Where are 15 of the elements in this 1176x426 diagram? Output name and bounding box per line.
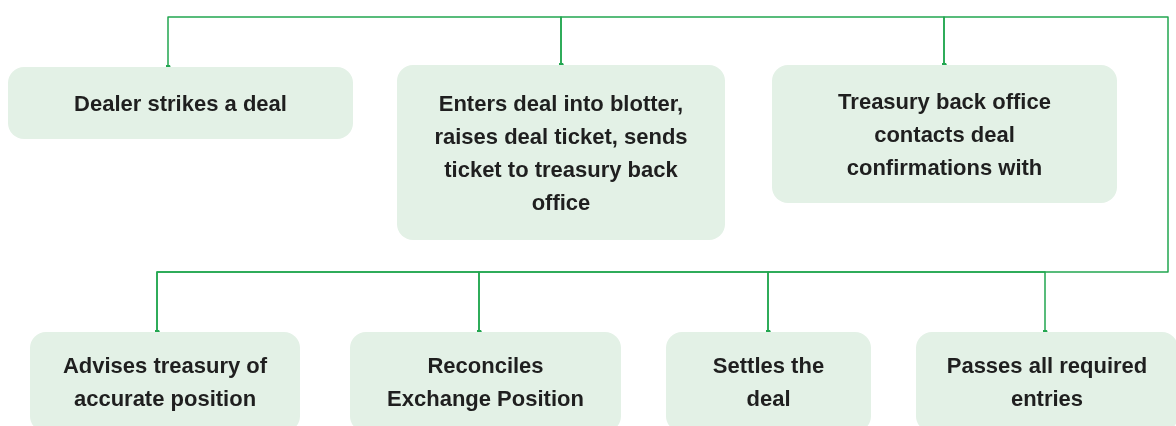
process-box <box>772 65 1117 203</box>
step-text: Reconciles Exchange Position <box>386 352 585 413</box>
process-box <box>397 65 725 240</box>
process-box <box>916 332 1176 426</box>
step-text: Advises treasury of accurate position <box>61 352 269 413</box>
step-text: Dealer strikes a deal <box>74 89 287 118</box>
step-text: Passes all required entries <box>945 352 1149 413</box>
step-text: Treasury back office contacts deal confirmations with <box>837 87 1052 182</box>
process-box <box>666 332 871 426</box>
step-text: Settles the deal <box>711 352 826 413</box>
process-box <box>8 67 353 139</box>
process-box <box>30 332 300 426</box>
process-box <box>350 332 621 426</box>
connector-line <box>765 271 1048 335</box>
step-text: Enters deal into blotter, raises deal ticket, sends ticket to treasury back office <box>433 89 689 217</box>
